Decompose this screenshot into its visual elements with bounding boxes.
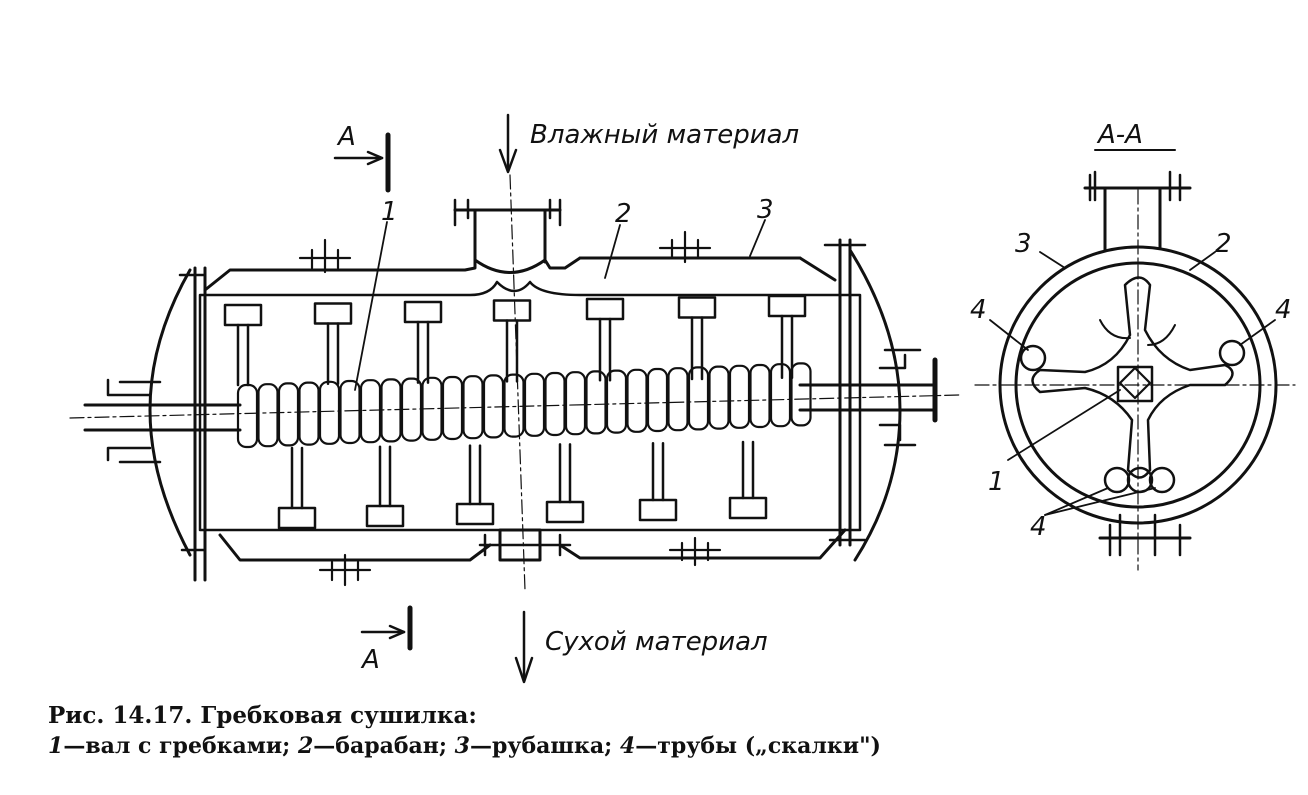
section-callout-4-right: 4	[1275, 295, 1292, 325]
section-markers	[333, 132, 413, 651]
shaft-ring	[277, 382, 300, 447]
jacket-fittings	[298, 230, 722, 587]
legend-text-4: —трубы („скалки")	[635, 733, 881, 759]
shaft-ring	[503, 373, 525, 438]
shaft-rings	[236, 362, 812, 449]
rake-paddle	[638, 441, 678, 522]
legend-num-2: 2	[297, 733, 314, 759]
section-view	[998, 170, 1278, 557]
callout-1: 1	[381, 197, 398, 227]
centre-lines	[69, 174, 1296, 591]
shaft-ring	[441, 375, 464, 441]
shaft-ring	[318, 380, 341, 445]
rake-paddle	[277, 446, 317, 530]
section-callout-2: 2	[1215, 229, 1232, 259]
legend-num-3: 3	[454, 733, 470, 759]
shaft-ring	[769, 363, 792, 428]
rake-paddle	[365, 445, 405, 528]
rake-paddle	[677, 296, 717, 381]
shaft-ring	[544, 371, 566, 437]
legend-text-2: —барабан;	[313, 733, 455, 759]
shaft-ring	[790, 362, 812, 427]
rakes	[223, 294, 807, 530]
shaft-ring	[257, 383, 279, 448]
dry-material-label: Сухой материал	[545, 627, 768, 657]
section-view-title: А-А	[1096, 120, 1143, 150]
shaft-ring	[585, 370, 607, 435]
rake-paddle	[455, 444, 495, 526]
legend-text-1: —вал с гребками;	[63, 733, 298, 759]
shaft-ring	[646, 367, 669, 433]
shaft-ring	[359, 379, 382, 444]
rake-paddle	[223, 303, 263, 387]
rake-paddle	[585, 297, 625, 382]
rake-paddle	[403, 300, 443, 384]
section-mark-bottom: А	[360, 645, 380, 675]
callout-2: 2	[615, 199, 632, 229]
section-callout-4-bottom: 4	[1030, 512, 1047, 542]
leader-lines-main	[354, 219, 766, 391]
leader-lines-section	[989, 251, 1276, 516]
inlet-nozzle	[453, 198, 562, 267]
shaft-ring	[236, 383, 259, 449]
shaft-ring	[749, 363, 771, 429]
section-callout-4-left: 4	[970, 295, 987, 325]
rake-paddle	[545, 443, 585, 524]
shaft	[83, 348, 938, 464]
rake-paddle	[313, 302, 353, 386]
shaft-ring	[667, 367, 689, 432]
legend-num-1: 1	[48, 733, 64, 759]
section-callout-1: 1	[988, 467, 1005, 497]
shaft-ring	[564, 371, 587, 436]
section-mark-top: А	[336, 122, 356, 152]
shaft-ring	[298, 381, 320, 446]
shaft-ring	[523, 372, 546, 437]
rake-paddle	[492, 299, 532, 383]
legend-text-3: —рубашка;	[469, 733, 620, 759]
rake-paddle	[767, 294, 807, 380]
flow-arrows	[498, 113, 534, 684]
figure-caption-legend: 1—вал с гребками; 2—барабан; 3—рубашка; …	[48, 733, 881, 759]
figure-caption-title: Рис. 14.17. Гребковая сушилка:	[48, 702, 477, 729]
shaft-ring	[708, 365, 730, 430]
shaft-ring	[687, 366, 710, 431]
rake-paddle	[728, 440, 768, 520]
section-callout-3: 3	[1015, 229, 1032, 259]
shaft-ring	[728, 364, 751, 429]
wet-material-label: Влажный материал	[530, 120, 799, 150]
callout-3: 3	[757, 195, 774, 225]
legend-num-4: 4	[619, 733, 636, 759]
outlet-nozzle	[478, 528, 572, 562]
shaft-ring	[380, 378, 402, 443]
shaft-ring	[605, 369, 628, 434]
shaft-ring	[339, 379, 361, 445]
shaft-ring	[626, 368, 648, 433]
